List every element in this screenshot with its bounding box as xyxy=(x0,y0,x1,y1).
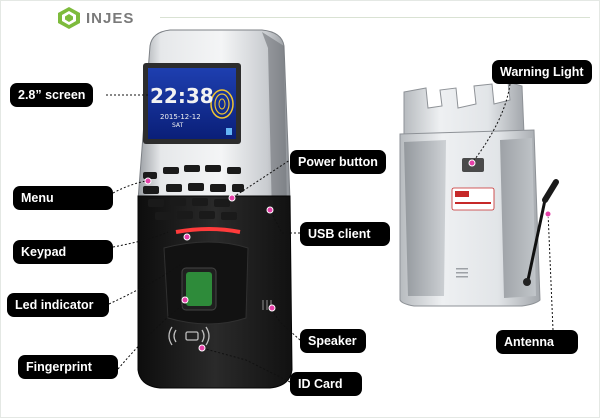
label-warning-light: Warning Light xyxy=(492,60,592,84)
brand-name: INJES xyxy=(86,9,135,27)
callout-markers xyxy=(144,159,552,352)
label-led-indicator: Led indicator xyxy=(7,293,109,317)
label-screen: 2.8” screen xyxy=(10,83,94,107)
label-fingerprint: Fingerprint xyxy=(18,355,118,379)
callout-lines xyxy=(106,83,554,383)
label-speaker: Speaker xyxy=(300,329,366,353)
rfid-icon xyxy=(168,326,210,346)
header-rule xyxy=(160,17,590,18)
label-antenna: Antenna xyxy=(496,330,578,354)
antenna xyxy=(523,179,559,286)
fingerprint-sensor[interactable] xyxy=(186,272,212,306)
keypad-buttons xyxy=(143,165,241,220)
label-id-card: ID Card xyxy=(290,372,362,396)
wireless-lock xyxy=(399,81,541,307)
led-indicator xyxy=(175,227,241,234)
label-power-button: Power button xyxy=(290,150,386,174)
label-usb-client: USB client xyxy=(300,222,390,246)
screen-time: 22:38 xyxy=(150,84,214,108)
fingerprint-screen-icon xyxy=(210,89,234,119)
screen-date: 2015-12-12 xyxy=(160,113,201,121)
access-terminal xyxy=(137,29,293,389)
screen-day: SAT xyxy=(172,122,184,129)
status-icon xyxy=(226,128,232,135)
label-keypad: Keypad xyxy=(13,240,113,264)
brand-logo: INJES xyxy=(56,6,134,30)
power-button[interactable] xyxy=(232,184,244,192)
label-menu: Menu xyxy=(13,186,113,210)
injes-logo-icon xyxy=(58,7,80,29)
